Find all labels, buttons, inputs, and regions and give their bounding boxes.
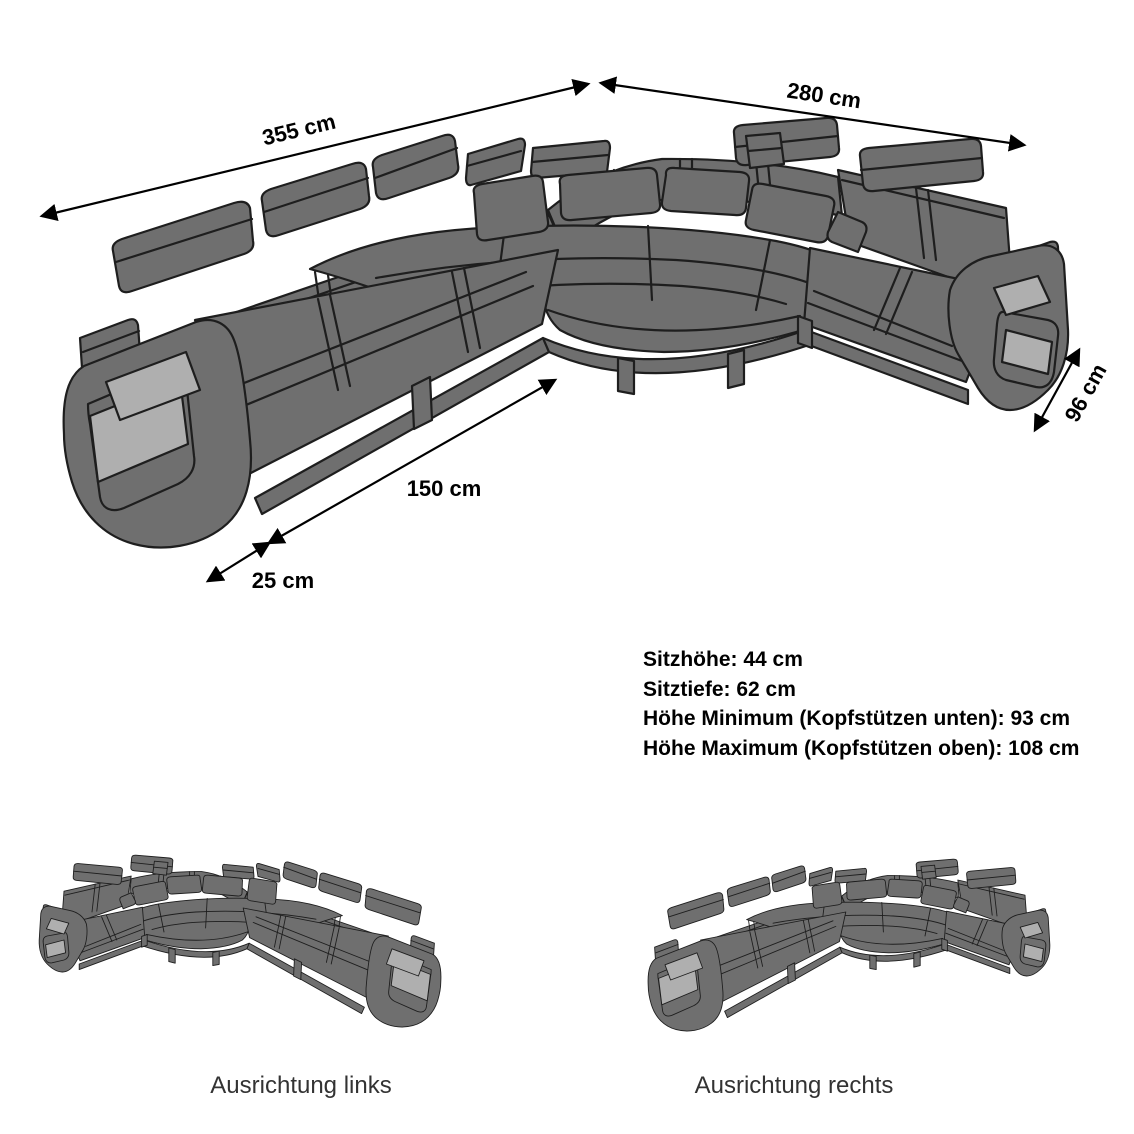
dimension-label-150: 150 cm bbox=[406, 476, 482, 501]
spec-line-height-max: Höhe Maximum (Kopfstützen oben): 108 cm bbox=[643, 736, 1080, 760]
arrow-280 bbox=[598, 76, 1027, 152]
sofa-thumbnail-right bbox=[647, 858, 1051, 1032]
dimension-arrows bbox=[39, 76, 1081, 583]
spec-line-height-min: Höhe Minimum (Kopfstützen unten): 93 cm bbox=[643, 707, 1070, 730]
main-sofa-illustration bbox=[62, 116, 1070, 549]
arrow-355 bbox=[39, 78, 591, 222]
left-armrest bbox=[62, 318, 253, 549]
orientation-label-left: Ausrichtung links bbox=[210, 1072, 392, 1099]
spec-line-seat-height: Sitzhöhe: 44 cm bbox=[643, 648, 803, 671]
arrow-150 bbox=[266, 378, 558, 545]
arrow-25 bbox=[205, 541, 272, 583]
right-seats bbox=[802, 246, 1004, 384]
arrow-96 bbox=[1033, 347, 1081, 433]
orientation-label-right: Ausrichtung rechts bbox=[694, 1072, 894, 1099]
sofa-thumbnail-left bbox=[38, 854, 442, 1028]
right-armrest bbox=[947, 240, 1070, 412]
specifications-block: Sitzhöhe: 44 cm Sitztiefe: 62 cm Höhe Mi… bbox=[643, 645, 1079, 763]
dimension-label-25: 25 cm bbox=[251, 568, 315, 593]
spec-line-seat-depth: Sitztiefe: 62 cm bbox=[643, 677, 796, 701]
